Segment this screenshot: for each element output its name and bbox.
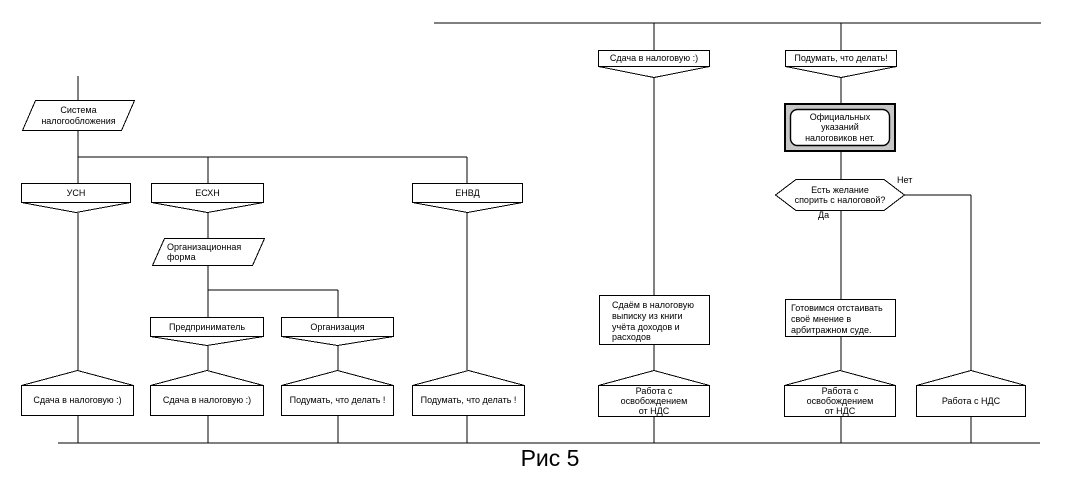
node-label: Подумать, что делать!	[794, 53, 888, 64]
node-label: Предприниматель	[168, 321, 246, 332]
rect-peak-top-shape	[598, 370, 710, 417]
node-label: УСН	[66, 187, 86, 198]
node-label: Организация	[310, 321, 365, 332]
rect-peak-top-shape	[150, 370, 264, 416]
node-label: Сдача в налоговую :)	[609, 53, 699, 64]
node-sdacha-usn[interactable]: Сдача в налоговую :)	[21, 370, 134, 416]
parallelogram-shape	[152, 238, 265, 266]
node-usn[interactable]: УСН	[21, 183, 131, 213]
node-sistema-nalogooblozheniya[interactable]: Система налогообложения	[22, 100, 135, 131]
node-label: Сдаём в налоговую выписку из книги учёта…	[612, 300, 694, 343]
node-label: Есть желание спорить с налоговой?	[794, 184, 886, 206]
rect-v-bottom-shape	[412, 183, 523, 213]
node-sdacha-predprinimatel[interactable]: Сдача в налоговую :)	[150, 370, 264, 416]
node-organizaciya[interactable]: Организация	[281, 317, 394, 346]
node-label: Организационная форма	[167, 241, 242, 263]
edge-label-yes: Да	[818, 210, 830, 220]
rect-peak-top-shape	[916, 370, 1026, 417]
parallelogram-shape	[22, 100, 135, 131]
node-rabota-osvobozhdeniem-2[interactable]: Работа с освобождением от НДС	[784, 370, 896, 417]
rect-v-bottom-shape	[151, 183, 264, 213]
node-rabota-osvobozhdeniem-1[interactable]: Работа с освобождением от НДС	[598, 370, 710, 417]
node-podumat-top[interactable]: Подумать, что делать!	[785, 50, 897, 78]
figure-caption: Рис 5	[520, 445, 580, 471]
node-label: Готовимся отстаивать своё мнение в арбит…	[791, 303, 883, 335]
rect-v-bottom-shape	[598, 50, 710, 78]
node-label: ЕНВД	[455, 187, 480, 198]
node-predprinimatel[interactable]: Предприниматель	[150, 317, 264, 346]
node-label: Сдача в налоговую :)	[162, 395, 252, 406]
node-label: Работа с освобождением от НДС	[620, 386, 688, 416]
node-eshn[interactable]: ЕСХН	[151, 183, 264, 213]
edge-label-no: Нет	[897, 175, 913, 185]
node-label: Сдача в налоговую :)	[33, 395, 122, 406]
node-gotovimsya-otstaivat[interactable]: Готовимся отстаивать своё мнение в арбит…	[785, 299, 896, 337]
rect-v-bottom-shape	[21, 183, 131, 213]
node-label: Система налогообложения	[41, 105, 116, 126]
rect-peak-top-shape	[281, 370, 394, 416]
hexagon-decision-shape	[775, 179, 905, 211]
node-label: Подумать, что делать !	[420, 395, 517, 406]
node-envd[interactable]: ЕНВД	[412, 183, 523, 213]
node-sdacha-nalog-top[interactable]: Сдача в налоговую :)	[598, 50, 710, 78]
node-label: ЕСХН	[195, 187, 220, 198]
rect-peak-top-shape	[784, 370, 896, 417]
node-official-ukazaniy-net[interactable]: Официальных указаний налоговиков нет.	[784, 103, 896, 152]
node-podumat-organizaciya[interactable]: Подумать, что делать !	[281, 370, 394, 416]
node-sdaem-vypisku[interactable]: Сдаём в налоговую выписку из книги учёта…	[599, 295, 710, 345]
rect-v-bottom-shape	[150, 317, 264, 346]
node-label: Работа с освобождением от НДС	[806, 386, 874, 416]
node-label: Подумать, что делать !	[289, 395, 386, 406]
rect-peak-top-shape	[412, 370, 525, 416]
rect-peak-top-shape	[21, 370, 134, 416]
node-podumat-envd[interactable]: Подумать, что делать !	[412, 370, 525, 416]
node-label: Официальных указаний налоговиков нет.	[805, 111, 875, 143]
rect-v-bottom-shape	[785, 50, 897, 78]
rect-v-bottom-shape	[281, 317, 394, 346]
node-rabota-nds[interactable]: Работа с НДС	[916, 370, 1026, 417]
node-label: Работа с НДС	[941, 395, 1001, 406]
node-org-forma[interactable]: Организационная форма	[152, 238, 265, 266]
highlighted-rounded-rect-shape	[784, 103, 896, 152]
node-decision-sporit[interactable]: Есть желание спорить с налоговой?	[775, 179, 905, 211]
